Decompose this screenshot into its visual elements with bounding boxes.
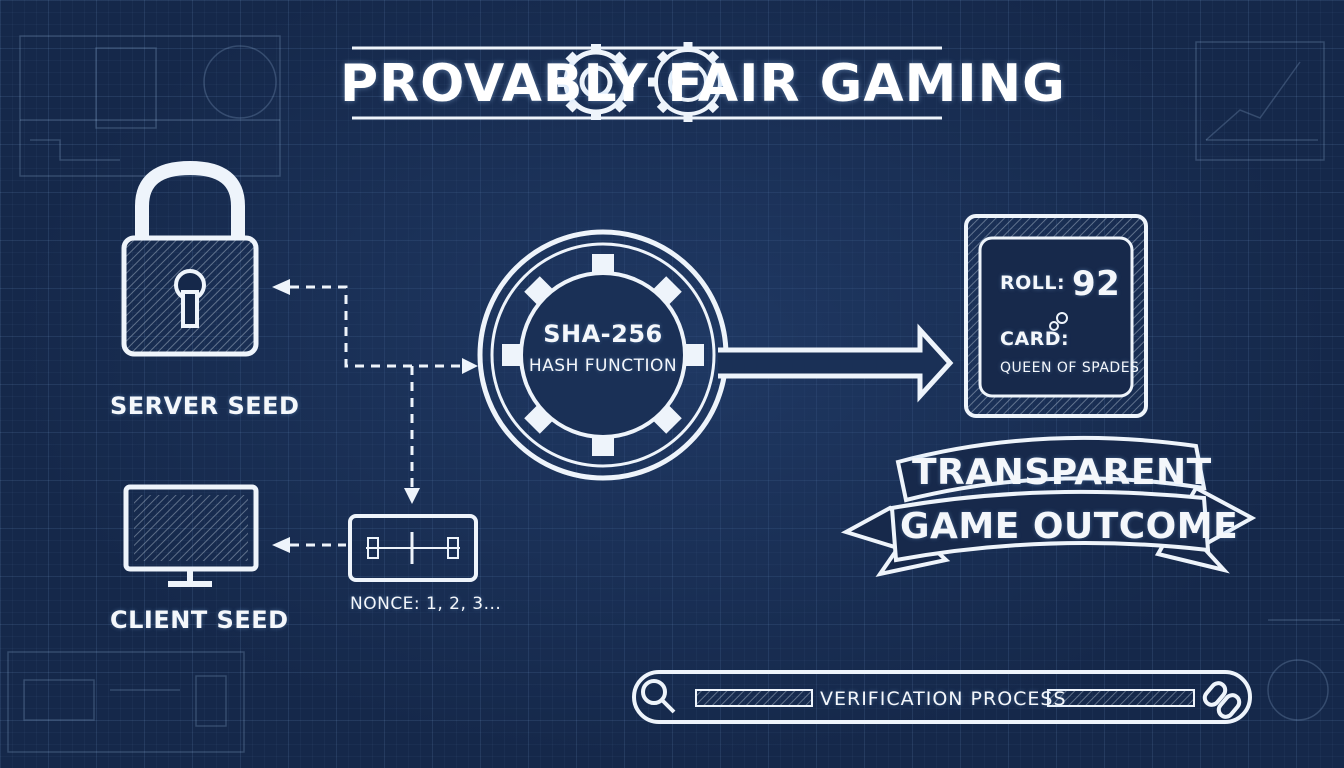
banner-ribbon: [840, 435, 1257, 578]
gear-icon: [477, 229, 729, 481]
output-arrow: [718, 323, 954, 403]
title-rules: [352, 46, 942, 120]
page-title-container: PROVABLY FAIR GAMING: [340, 42, 1066, 126]
nonce-label: NONCE: 1, 2, 3...: [350, 594, 502, 614]
hash-function-subtitle: HASH FUNCTION: [528, 356, 678, 376]
verification-bar: [632, 670, 1252, 724]
server-seed-label: SERVER SEED: [110, 392, 300, 420]
page-title: PROVABLY FAIR GAMING: [340, 54, 1066, 114]
title-gear-icon: [558, 44, 634, 120]
hash-function-title: SHA-256: [543, 320, 663, 348]
dashed-connectors: [290, 285, 462, 547]
padlock-icon: [121, 160, 259, 357]
card-label: CARD:: [1000, 328, 1070, 350]
magnifier-icon: [641, 679, 676, 714]
monitor-icon: [123, 484, 259, 587]
client-seed-label: CLIENT SEED: [110, 606, 289, 634]
card-value: QUEEN OF SPADES: [1000, 360, 1140, 376]
slider-icon: [348, 514, 478, 582]
banner-line-1: TRANSPARENT: [912, 452, 1212, 493]
roll-label: ROLL:: [1000, 272, 1066, 294]
outcome-card: [964, 214, 1148, 418]
verification-label: VERIFICATION PROCESS: [820, 688, 1067, 710]
title-gear-icon-2: [648, 42, 728, 122]
banner-line-2: GAME OUTCOME: [900, 506, 1239, 547]
chain-link-icon: [1202, 681, 1242, 719]
dashed-arrowheads: [272, 279, 478, 553]
roll-value: 92: [1072, 264, 1121, 304]
